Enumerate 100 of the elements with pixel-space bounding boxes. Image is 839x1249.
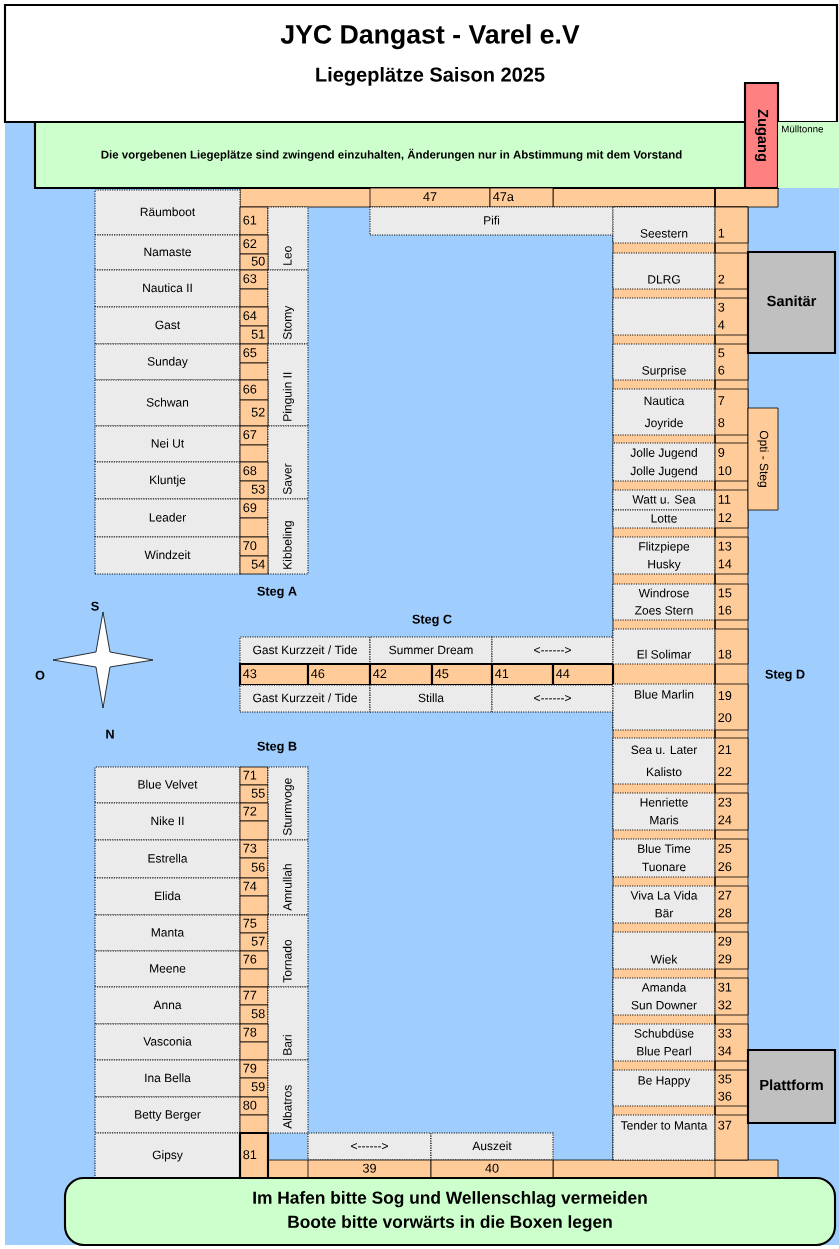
berth-cell: <------>	[491, 684, 614, 713]
berth-number: 62	[239, 234, 269, 255]
berth-number: 11 12	[714, 489, 749, 529]
berth-number: 39	[307, 1159, 432, 1179]
berth-cell: Kibbeling	[267, 498, 309, 575]
berth-cell: Gast Kurzzeit / Tide	[239, 636, 371, 665]
berth-cell: Sturmvoge	[267, 766, 309, 841]
berth-number: 47	[369, 187, 491, 208]
berth-number: 42	[368, 662, 434, 687]
berth-number	[239, 968, 269, 988]
berth-number: 29 29	[714, 931, 749, 970]
berth-number: 41	[490, 662, 555, 687]
bin-area: Mülltonne	[778, 122, 839, 188]
berth-cell: Nautica Joyride	[612, 388, 716, 436]
berth-number: 5 6	[714, 343, 749, 381]
title: JYC Dangast - Varel e.V	[280, 24, 580, 50]
berth-cell: Amrullah	[267, 839, 309, 916]
berth-cell: Kluntje	[94, 461, 241, 500]
berth-cell: Blue Marlin	[612, 683, 716, 731]
pier-label: Steg D	[765, 669, 805, 682]
berth-cell: Meene	[94, 950, 241, 988]
berth-number: 15 16	[714, 583, 749, 621]
pier-label: Steg A	[257, 586, 297, 599]
berth-cell: Namaste	[94, 234, 241, 271]
berth-cell: Blue Velvet	[94, 766, 241, 804]
berth-number: 40	[430, 1159, 554, 1179]
berth-number: 59	[239, 1077, 269, 1098]
berth-cell: Be Happy	[612, 1069, 716, 1107]
berth-cell: Estrella	[94, 839, 241, 879]
berth-number: 57	[239, 932, 269, 952]
berth-cell: Betty Berger	[94, 1096, 241, 1134]
berth-number: 54	[239, 555, 269, 575]
berth-number: 9 10	[714, 442, 749, 482]
berth-number: 3 4	[714, 297, 749, 336]
berth-cell: Flitzpiepe Husky	[612, 536, 716, 575]
berth-cell: <------>	[307, 1132, 432, 1161]
notice-banner: Im Hafen bitte Sog und Wellenschlag vermeiden Boote bitte vorwärts in die Boxen legen	[63, 1176, 837, 1247]
berth-number: 55	[239, 784, 269, 804]
berth-number: 31 32	[714, 977, 749, 1016]
berth-number: 23 24	[714, 792, 749, 831]
berth-number: 75	[239, 914, 269, 934]
berth-cell: Amanda Sun Downer	[612, 977, 716, 1016]
berth-cell: El Solimar	[612, 628, 716, 665]
berth-cell: Gipsy	[94, 1132, 241, 1179]
berth-number: 51	[239, 325, 269, 345]
subtitle: Liegeplätze Saison 2025	[316, 67, 545, 86]
berth-number: 46	[306, 662, 372, 687]
berth-cell: Gast	[94, 306, 241, 345]
berth-cell: Windzeit	[94, 536, 241, 575]
berth-cell: Pifi	[369, 206, 614, 236]
berth-cell: Albatros	[267, 1059, 309, 1134]
berth-cell: Elida	[94, 877, 241, 916]
berth-cell: <------>	[491, 636, 614, 665]
berth-number: 76	[239, 950, 269, 970]
berth-cell: Räumboot	[94, 189, 241, 236]
berth-number: 71	[239, 766, 269, 786]
berth-number: 67	[239, 425, 269, 446]
berth-number: 47a	[489, 187, 554, 208]
building-box: Plattform	[746, 1048, 837, 1125]
berth-cell: Tornado	[267, 914, 309, 988]
berth-cell: Bari	[267, 986, 309, 1061]
berth-number: 19 20	[714, 683, 749, 731]
berth-number: 27 28	[714, 885, 749, 924]
berth-cell: Tender to Manta	[612, 1114, 716, 1161]
berth-cell	[612, 297, 716, 336]
berth-number: 58	[239, 1004, 269, 1025]
building-box: Sanitär	[746, 250, 837, 355]
berth-number: 13 14	[714, 536, 749, 575]
berth-number: 37	[714, 1114, 749, 1161]
berth-cell: Stomy	[267, 269, 309, 345]
berth-number: 72	[239, 802, 269, 822]
berth-cell: Vasconia	[94, 1023, 241, 1061]
berth-cell: Schwan	[94, 379, 241, 427]
berth-number: 33 34	[714, 1023, 749, 1062]
berth-number	[239, 1041, 269, 1061]
berth-number: 68	[239, 461, 269, 482]
berth-cell: Ina Bella	[94, 1059, 241, 1098]
berth-cell: Manta	[94, 914, 241, 952]
berth-cell: Seestern	[612, 206, 716, 244]
berth-number: 79	[239, 1059, 269, 1079]
berth-cell: Summer Dream	[369, 636, 493, 665]
berth-cell: Lotte	[612, 509, 716, 529]
berth-number: 18	[714, 628, 749, 665]
berth-cell: Viva La Vida Bär	[612, 885, 716, 924]
berth-number: 69	[239, 498, 269, 519]
berth-cell: Nei Ut	[94, 425, 241, 463]
berth-number: 63	[239, 269, 269, 290]
berth-number: 53	[239, 480, 269, 500]
berth-cell: Anna	[94, 986, 241, 1025]
berth-cell: Jolle Jugend Jolle Jugend	[612, 442, 716, 482]
berth-cell: Leo	[267, 206, 309, 271]
berth-number: 21 22	[714, 737, 749, 785]
berth-number: 61	[239, 206, 269, 236]
berth-cell: Nike II	[94, 802, 241, 841]
berth-number: 70	[239, 536, 269, 557]
berth-number: 77	[239, 986, 269, 1006]
berth-number: 52	[239, 399, 269, 427]
berth-number: 64	[239, 306, 269, 327]
pier-label: Steg C	[412, 614, 452, 627]
berth-cell: Leader	[94, 498, 241, 538]
